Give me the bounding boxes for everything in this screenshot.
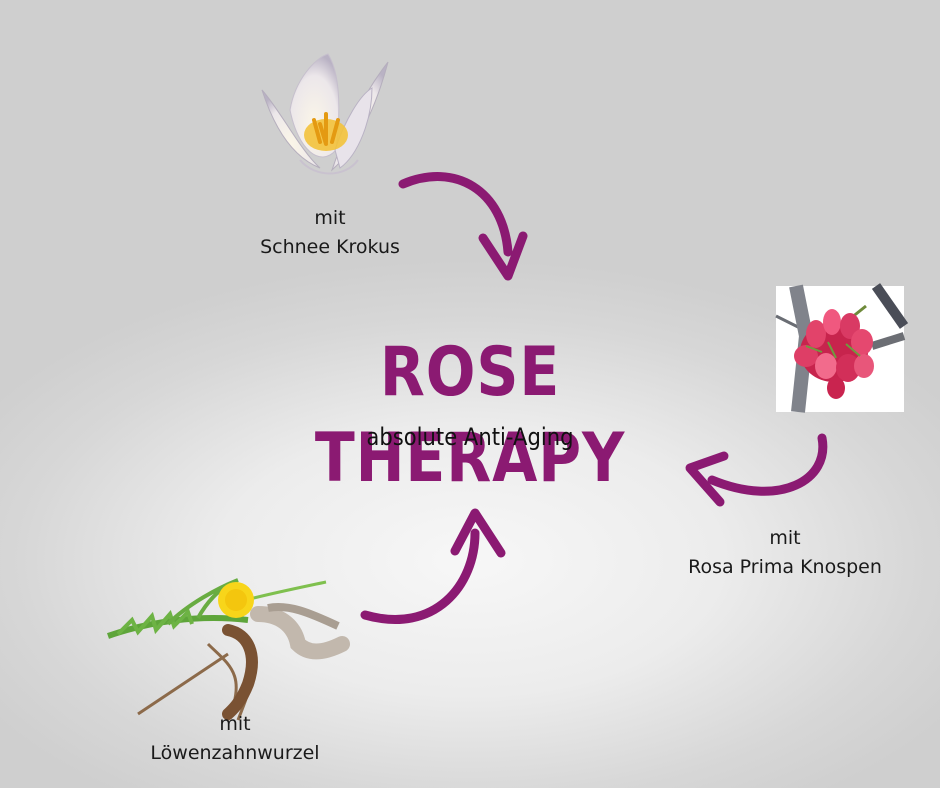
arrow-left-icon (685, 433, 828, 507)
ingredient-label-rose-buds: mit Rosa Prima Knospen (660, 524, 910, 582)
ingredient-prefix: mit (219, 713, 251, 735)
ingredient-prefix: mit (769, 527, 801, 549)
ingredient-name: Rosa Prima Knospen (688, 556, 882, 578)
arrow-up-icon (360, 508, 506, 624)
ingredient-label-dandelion-root: mit Löwenzahnwurzel (120, 710, 350, 768)
ingredient-name: Schnee Krokus (260, 236, 400, 258)
ingredient-label-crocus: mit Schnee Krokus (230, 204, 430, 262)
ingredient-name: Löwenzahnwurzel (150, 742, 320, 764)
dandelion-root-icon (107, 578, 350, 721)
rose-buds-icon (775, 283, 909, 413)
page-title: ROSE THERAPY (314, 333, 626, 498)
crocus-flower-icon (261, 53, 389, 175)
arrow-down-icon (398, 172, 528, 281)
ingredient-prefix: mit (314, 207, 346, 229)
page-subtitle: absolute Anti-Aging (366, 423, 574, 451)
